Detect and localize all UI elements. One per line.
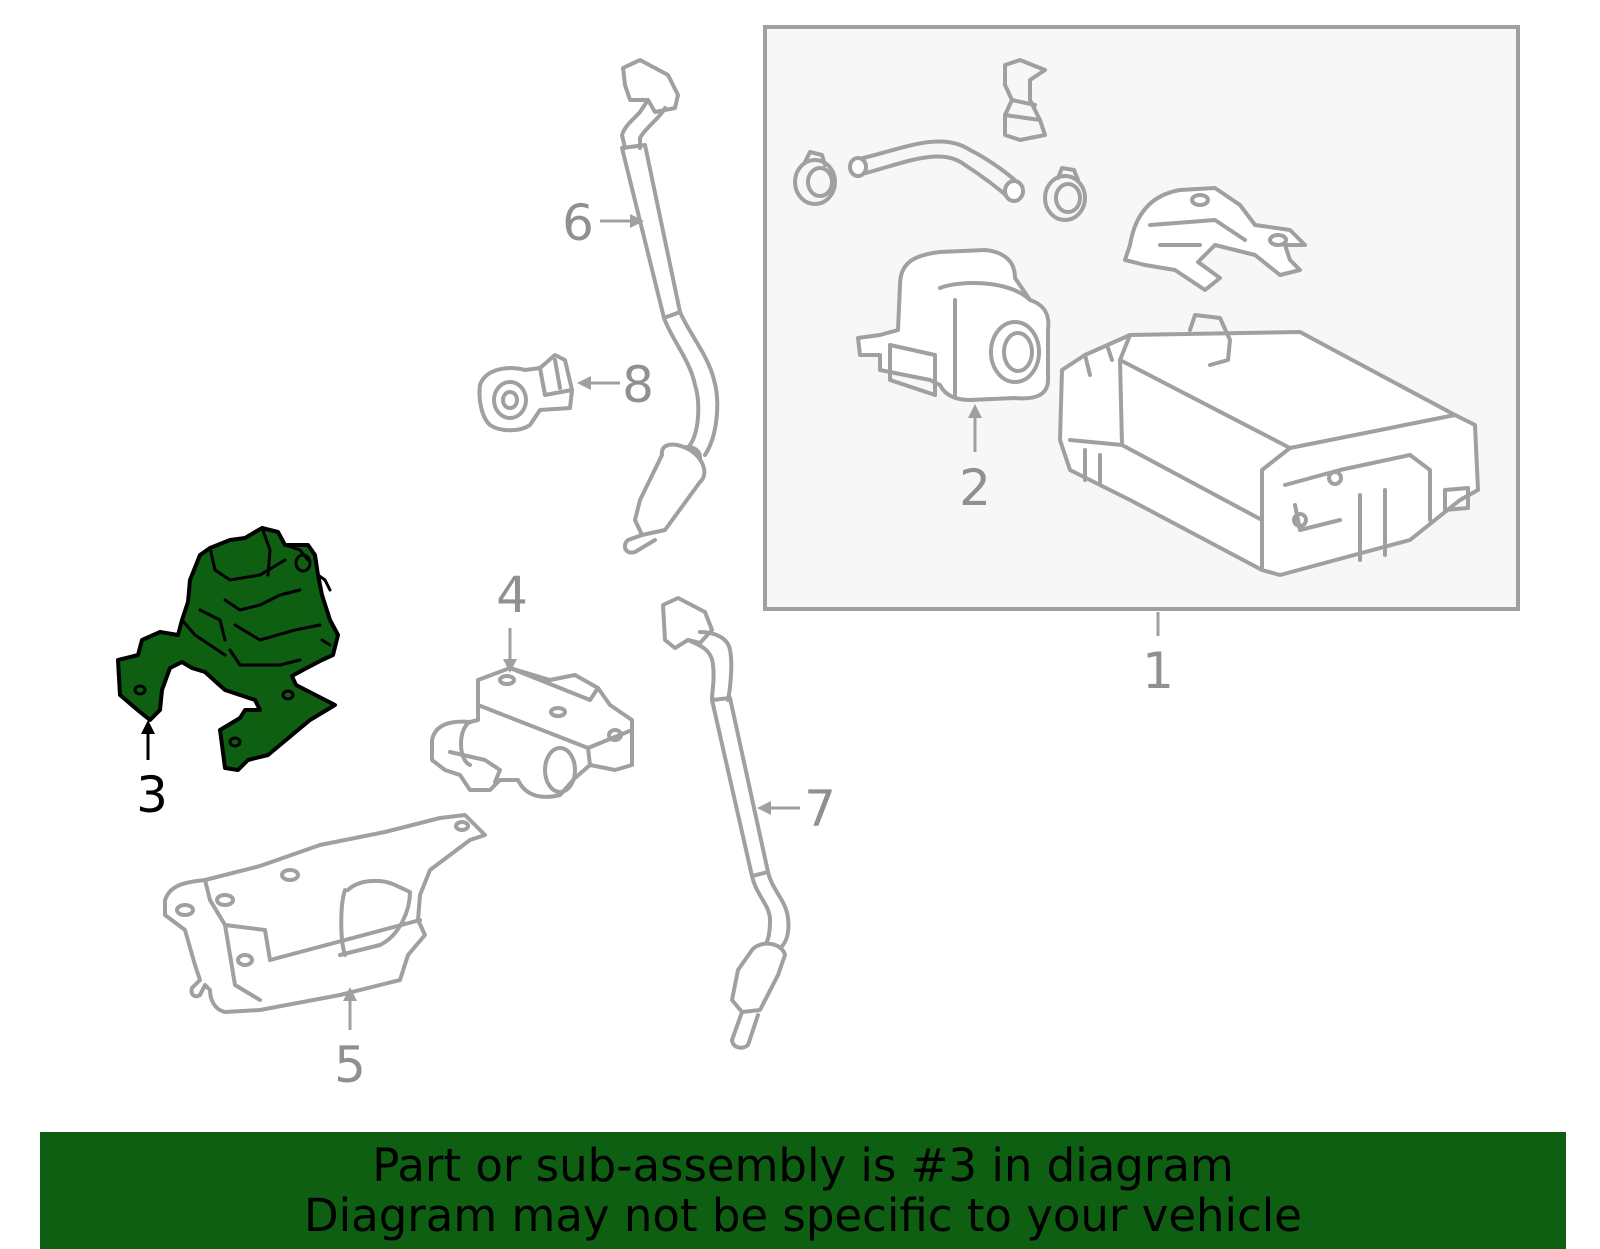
part-2-valve[interactable] [856, 248, 1051, 402]
part-8-plug[interactable] [477, 353, 574, 433]
callout-5: 5 [334, 1036, 366, 1094]
callout-3: 3 [136, 766, 168, 824]
part-1-clip[interactable] [1003, 58, 1047, 142]
part-4-solenoid[interactable] [430, 666, 634, 799]
part-1-clamp-right[interactable] [1043, 166, 1087, 222]
part-1-hose[interactable] [848, 139, 1025, 203]
banner-line-2: Diagram may not be specific to your vehi… [304, 1188, 1302, 1242]
part-3-highlighted[interactable] [116, 526, 340, 772]
part-5-cover[interactable] [163, 813, 487, 1014]
leader-lines [141, 214, 1160, 1030]
callout-8: 8 [622, 356, 654, 414]
callout-4: 4 [496, 566, 528, 624]
part-6-sensor[interactable] [620, 58, 720, 555]
callout-7: 7 [804, 780, 836, 838]
part-1-bracket[interactable] [1123, 186, 1307, 292]
callout-6: 6 [562, 194, 594, 252]
callout-1: 1 [1142, 642, 1174, 700]
info-banner-bg [40, 1132, 1566, 1249]
part-1-canister[interactable] [1058, 313, 1480, 577]
part-1-clamp-left[interactable] [793, 150, 837, 206]
callout-2: 2 [959, 459, 991, 517]
part-7-sensor[interactable] [661, 596, 791, 1050]
info-banner: Part or sub-assembly is #3 in diagram Di… [40, 1132, 1566, 1249]
banner-line-1: Part or sub-assembly is #3 in diagram [372, 1138, 1234, 1192]
